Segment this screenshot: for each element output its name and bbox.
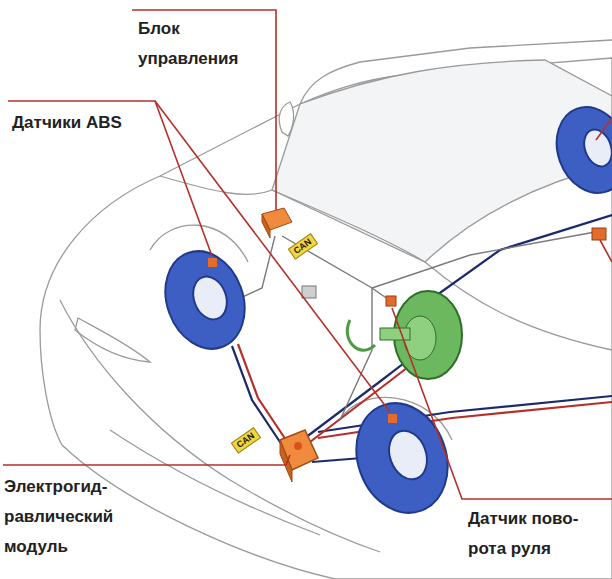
mirror: [279, 102, 293, 136]
part-label: Датчик пово- рота руля: [468, 504, 608, 564]
wiring: [236, 232, 595, 420]
brake-disc: [342, 390, 463, 525]
leader-line: [392, 308, 612, 499]
part-label: Датчики ABS: [12, 108, 122, 138]
leader-lines: [3, 10, 612, 499]
master-cylinder: [380, 328, 410, 340]
wire: [340, 288, 372, 420]
hub: [579, 126, 612, 171]
part-label: Блок управления: [138, 14, 238, 74]
body-outline: [40, 58, 612, 579]
wheel-front-right: [342, 390, 463, 525]
brake-line: [430, 215, 612, 300]
wire: [372, 232, 595, 288]
steering-sensor: [386, 296, 396, 306]
cowl-line: [272, 190, 425, 262]
leader-line: [8, 101, 212, 256]
bus-tag: CAN: [231, 427, 261, 453]
bus-tag: CAN: [288, 233, 318, 259]
headlight-left: [75, 318, 150, 362]
grille-line: [110, 430, 320, 535]
module-side: [280, 440, 292, 482]
brake-booster: [347, 291, 462, 379]
brake-disc: [152, 240, 258, 360]
hub: [187, 272, 232, 324]
abs-sensor: [208, 258, 217, 267]
yaw-sensor: [592, 228, 606, 240]
hood-line: [160, 176, 272, 194]
leader-line: [132, 10, 276, 210]
leader-line: [596, 118, 612, 140]
control-unit-side: [262, 214, 270, 238]
module-valve: [294, 442, 302, 450]
control-unit: [262, 208, 292, 238]
abs-sensor: [388, 414, 397, 423]
part-label: Электрогид- равлический модуль: [4, 472, 113, 562]
pedal-wire: [347, 320, 375, 350]
brake-line: [238, 344, 290, 446]
leader-line: [600, 240, 612, 262]
hydraulic-module: [280, 430, 318, 482]
car-body: [40, 40, 612, 579]
roof-line: [300, 40, 612, 104]
pressure-sensor: [302, 286, 316, 298]
leader-line: [3, 455, 290, 465]
hub: [383, 425, 434, 484]
brake-disc: [545, 97, 612, 203]
wheel-rear-right: [545, 97, 612, 203]
leader-line: [155, 101, 390, 412]
brake-line: [312, 458, 362, 462]
wheel-front-left: [152, 240, 258, 360]
